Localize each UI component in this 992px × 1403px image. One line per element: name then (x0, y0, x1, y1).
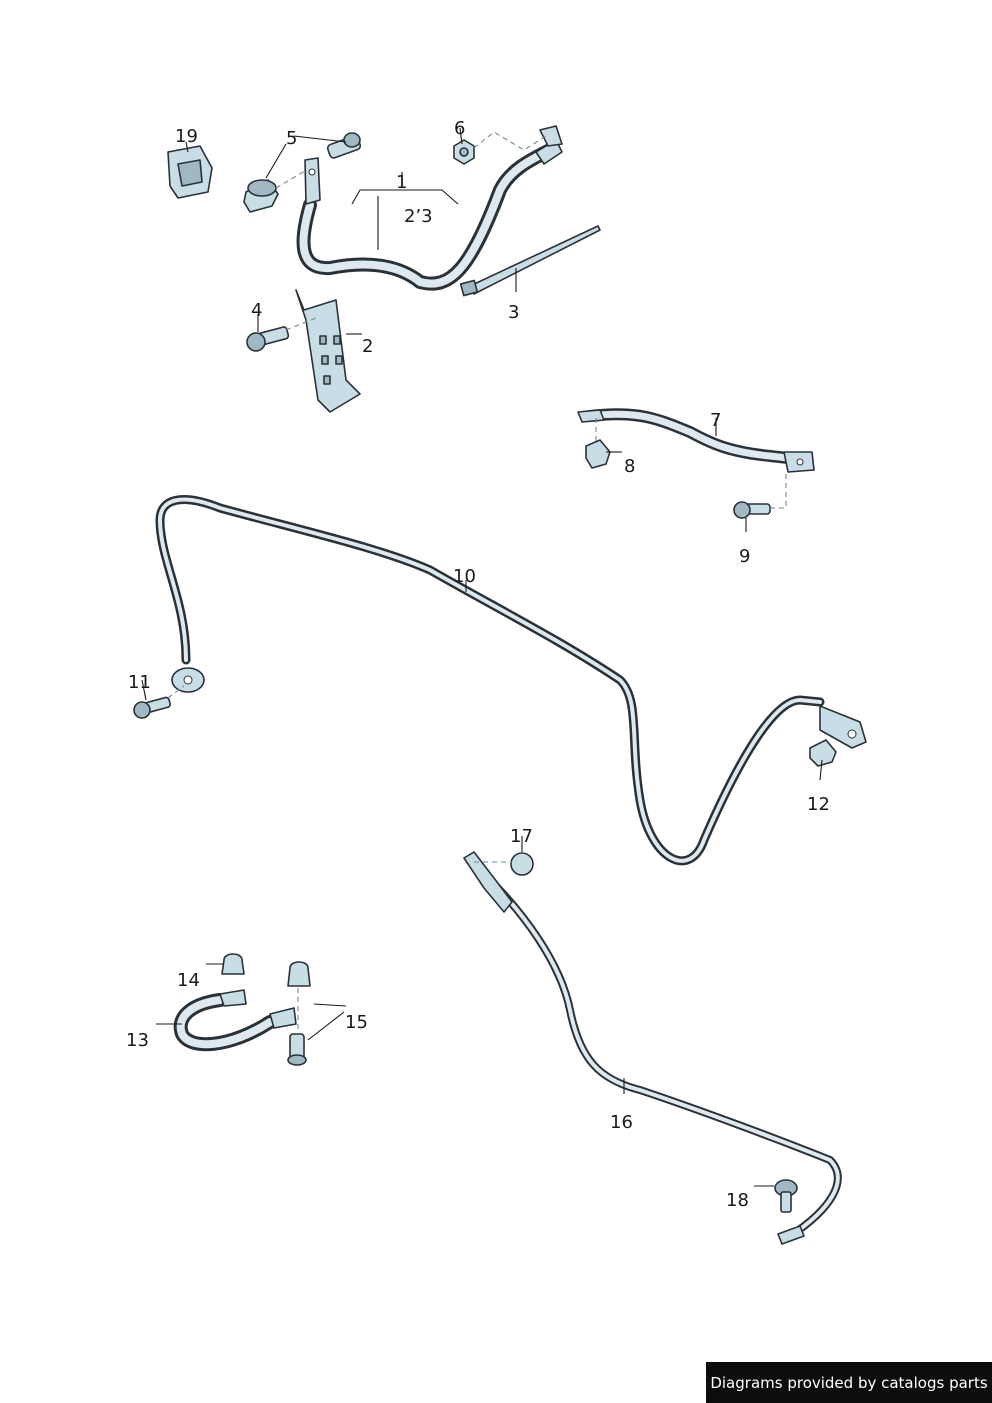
callout-18: 18 (726, 1190, 749, 1211)
nut-part-17[interactable] (510, 852, 534, 876)
callouts: 19 5 1 2’3 6 3 2 4 7 8 9 10 11 12 17 14 … (126, 118, 830, 1211)
nut-part-12[interactable] (809, 739, 837, 767)
nut-part-14[interactable] (221, 953, 245, 975)
stud-part-15b[interactable] (287, 1033, 307, 1066)
cable-part-16[interactable] (463, 851, 842, 1245)
cable-part-7[interactable] (577, 408, 815, 473)
strap-part-13[interactable] (173, 989, 297, 1052)
screw-part-9[interactable] (733, 501, 771, 519)
callout-16: 16 (610, 1112, 633, 1133)
assembly-dash-11 (167, 685, 185, 699)
nut-part-6[interactable] (453, 139, 475, 165)
bolt-part-5b[interactable] (326, 132, 362, 159)
callout-5: 5 (286, 128, 297, 149)
callout-1: 1 (396, 172, 407, 193)
callout-4: 4 (251, 300, 262, 321)
assembly-dash-9 (770, 470, 787, 509)
clip-part-19[interactable] (167, 145, 213, 199)
bolt-part-11[interactable] (133, 696, 171, 719)
bolt-part-4[interactable] (246, 326, 290, 352)
callout-10: 10 (453, 566, 476, 587)
callout-3: 3 (508, 302, 519, 323)
callout-8: 8 (624, 456, 635, 477)
callout-14: 14 (177, 970, 200, 991)
cable-part-1[interactable] (296, 125, 563, 291)
callout-15: 15 (345, 1012, 368, 1033)
callout-11: 11 (128, 672, 151, 693)
footer-text: Diagrams provided by catalogs parts (710, 1373, 988, 1392)
callout-2: 2 (362, 336, 373, 357)
cable-tie-part-3[interactable] (459, 225, 601, 297)
assembly-dash-6 (473, 131, 547, 151)
callout-2-3: 2’3 (404, 206, 433, 227)
bracket-part-2[interactable] (295, 289, 361, 413)
nut-part-15a[interactable] (287, 961, 311, 987)
callout-19: 19 (175, 126, 198, 147)
cable-part-10[interactable] (155, 495, 867, 866)
nut-part-8[interactable] (585, 439, 611, 469)
callout-17: 17 (510, 826, 533, 847)
callout-13: 13 (126, 1030, 149, 1051)
screw-part-18[interactable] (774, 1179, 798, 1213)
callout-6: 6 (454, 118, 465, 139)
assembly-dash-5 (275, 167, 311, 189)
leader-lines (141, 127, 823, 1187)
nut-part-5a[interactable] (243, 179, 279, 213)
callout-7: 7 (710, 410, 721, 431)
footer-banner: Diagrams provided by catalogs parts (706, 1362, 992, 1403)
callout-9: 9 (739, 546, 750, 567)
callout-12: 12 (807, 794, 830, 815)
